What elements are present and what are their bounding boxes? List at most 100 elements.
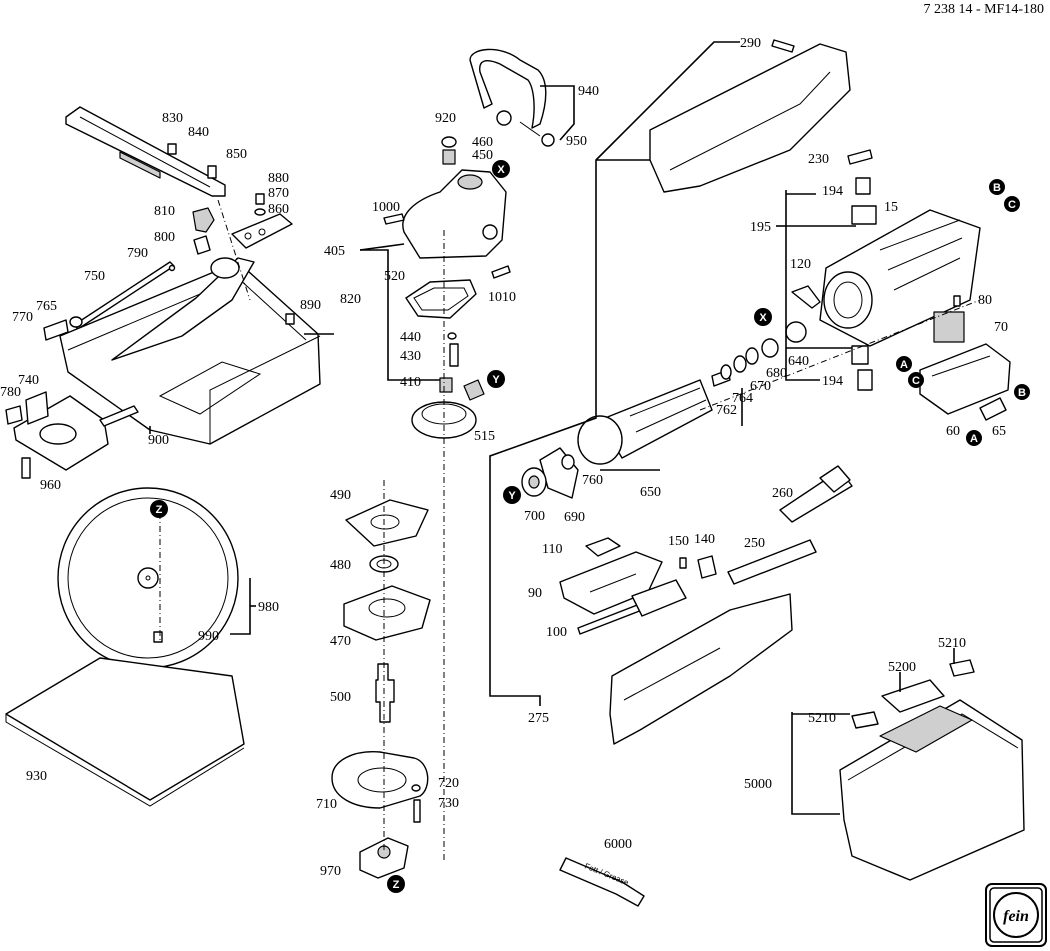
label-870: 870 xyxy=(268,186,289,201)
armature-650 xyxy=(577,369,731,465)
carbon-brush-cover-230 xyxy=(847,149,873,165)
label-750: 750 xyxy=(84,269,105,284)
screw-80 xyxy=(953,295,961,307)
screw-840 xyxy=(167,143,177,155)
document-reference: 7 238 14 - MF14-180 xyxy=(923,2,1044,17)
grease-tube-6000: Fett / Grease xyxy=(559,857,645,907)
screw-990 xyxy=(153,631,163,643)
marker-y-armature: Y xyxy=(503,486,521,504)
latch-5210-left xyxy=(851,711,879,729)
label-6000: 6000 xyxy=(604,837,632,852)
label-930: 930 xyxy=(26,769,47,784)
label-250: 250 xyxy=(744,536,765,551)
gasket-520 xyxy=(405,279,477,319)
label-700: 700 xyxy=(524,509,545,524)
svg-text:A: A xyxy=(900,359,908,371)
svg-text:B: B xyxy=(1018,387,1026,399)
label-290: 290 xyxy=(740,36,761,51)
marker-b-bottom: B xyxy=(1014,384,1030,400)
label-765: 765 xyxy=(36,299,57,314)
label-430: 430 xyxy=(400,349,421,364)
logo-text: fein xyxy=(1003,908,1029,925)
label-830: 830 xyxy=(162,111,183,126)
label-5210-left: 5210 xyxy=(808,711,836,726)
cable-clamp-140 xyxy=(697,555,717,579)
marker-a-switch: A xyxy=(896,356,912,372)
label-780: 780 xyxy=(0,385,21,400)
label-900: 900 xyxy=(148,433,169,448)
label-710: 710 xyxy=(316,797,337,812)
washer-920 xyxy=(496,110,512,126)
carrying-case-5000 xyxy=(839,699,1025,881)
svg-text:Y: Y xyxy=(492,374,500,386)
ring-670 xyxy=(745,347,759,365)
marker-y-center: Y xyxy=(487,370,505,388)
svg-text:Y: Y xyxy=(508,490,516,502)
washer-870 xyxy=(254,208,266,216)
screw-960 xyxy=(21,457,31,479)
label-680: 680 xyxy=(766,366,787,381)
bearing-450 xyxy=(442,149,456,165)
pin-790 xyxy=(168,264,176,272)
label-800: 800 xyxy=(154,230,175,245)
label-720: 720 xyxy=(438,776,459,791)
screw-1010 xyxy=(491,265,511,279)
label-150: 150 xyxy=(668,534,689,549)
label-650: 650 xyxy=(640,485,661,500)
guard-710 xyxy=(331,751,429,809)
label-440: 440 xyxy=(400,330,421,345)
flange-470 xyxy=(343,585,431,641)
label-120: 120 xyxy=(790,257,811,272)
marker-c-switch: C xyxy=(908,372,924,388)
label-1010: 1010 xyxy=(488,290,516,305)
label-470: 470 xyxy=(330,634,351,649)
label-194-bottom: 194 xyxy=(822,374,843,389)
screw-850 xyxy=(207,165,217,179)
label-490: 490 xyxy=(330,488,351,503)
label-140: 140 xyxy=(694,532,715,547)
svg-text:Z: Z xyxy=(393,879,400,891)
fein-logo: fein xyxy=(985,883,1047,947)
bearing-680 xyxy=(761,338,779,358)
screw-730 xyxy=(413,799,421,823)
label-520: 520 xyxy=(384,269,405,284)
nut-800 xyxy=(193,235,211,255)
bushing-65 xyxy=(979,397,1007,421)
svg-text:Z: Z xyxy=(156,504,163,516)
label-1000: 1000 xyxy=(372,200,400,215)
plate-930 xyxy=(5,657,245,807)
label-65: 65 xyxy=(992,424,1006,439)
bevel-gear-515 xyxy=(411,401,477,439)
spacer-460 xyxy=(441,136,457,148)
label-90: 90 xyxy=(528,586,542,601)
label-110: 110 xyxy=(542,542,562,557)
label-80: 80 xyxy=(978,293,992,308)
label-970: 970 xyxy=(320,864,341,879)
clamp-plate-860 xyxy=(231,213,293,249)
svg-text:X: X xyxy=(497,164,505,176)
label-690: 690 xyxy=(564,510,585,525)
label-15: 15 xyxy=(884,200,898,215)
electronics-60 xyxy=(919,343,1011,415)
sole-plate-820 xyxy=(59,257,321,445)
label-840: 840 xyxy=(188,125,209,140)
screw-150 xyxy=(679,557,687,569)
label-460: 460 xyxy=(472,135,493,150)
label-670: 670 xyxy=(750,379,771,394)
handle-5200 xyxy=(881,679,945,713)
label-260: 260 xyxy=(772,486,793,501)
svg-text:C: C xyxy=(912,375,920,387)
label-960: 960 xyxy=(40,478,61,493)
label-60: 60 xyxy=(946,424,960,439)
brush-holder-195 xyxy=(851,205,877,225)
spring-900 xyxy=(99,405,139,427)
svg-text:X: X xyxy=(759,312,767,324)
screw-1000 xyxy=(383,213,405,225)
svg-text:A: A xyxy=(970,433,978,445)
screw-290 xyxy=(771,39,795,53)
screw-880 xyxy=(255,193,265,205)
screw-950 xyxy=(541,133,555,147)
knob-810 xyxy=(192,207,215,233)
handle-940 xyxy=(469,48,547,137)
